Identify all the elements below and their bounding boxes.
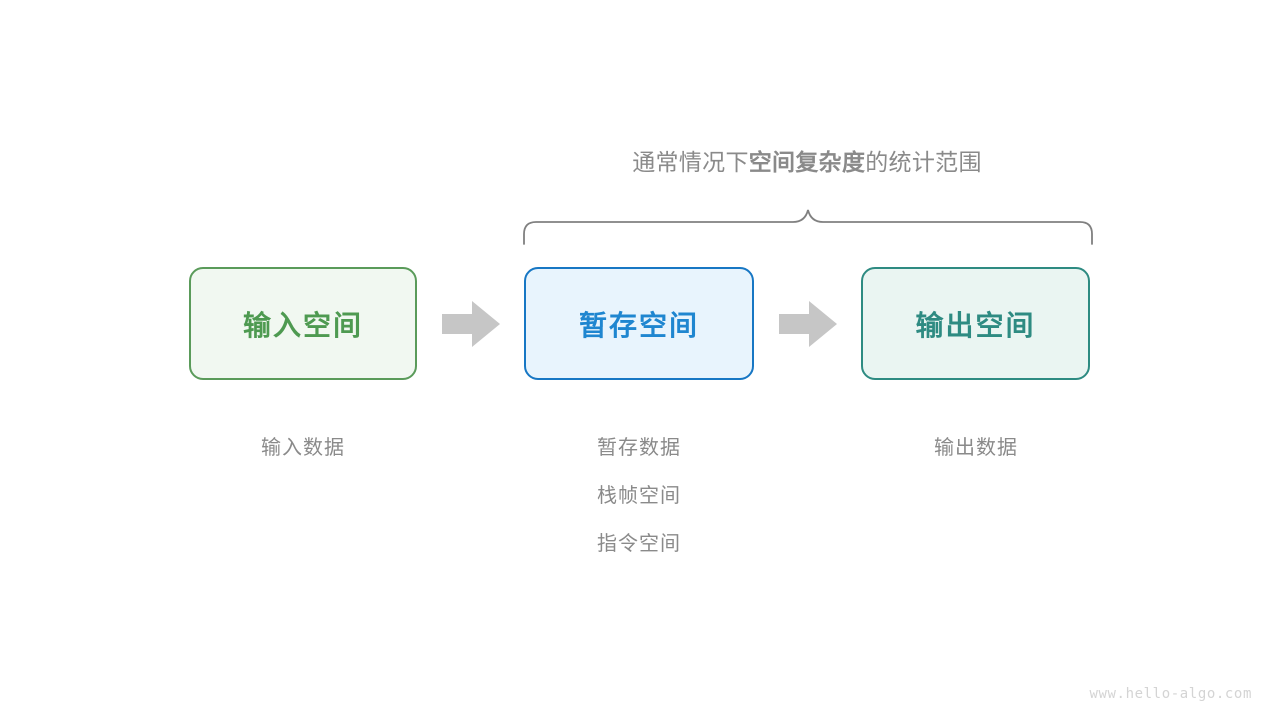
stage-box-output-label: 输出空间: [915, 309, 1036, 341]
watermark: www.hello-algo.com: [1089, 686, 1252, 702]
caption-column-input: 输入数据: [173, 424, 433, 472]
caption-column-output: 输出数据: [846, 424, 1106, 472]
arrow-right-icon: [442, 301, 500, 347]
brace-caption-suffix: 的统计范围: [865, 149, 982, 175]
stage-box-input-label: 输入空间: [242, 309, 363, 341]
brace-caption-prefix: 通常情况下: [632, 149, 749, 175]
caption-line: 输入数据: [261, 437, 345, 459]
caption-line: 栈帧空间: [597, 485, 681, 507]
caption-column-temp: 暂存数据 栈帧空间 指令空间: [509, 424, 769, 568]
brace-caption: 通常情况下空间复杂度的统计范围: [524, 145, 1090, 179]
stage-box-input: 输入空间: [189, 267, 417, 380]
curly-brace: [523, 209, 1093, 245]
stage-box-output: 输出空间: [861, 267, 1090, 380]
arrow-right-icon: [779, 301, 837, 347]
caption-line: 输出数据: [934, 437, 1018, 459]
caption-line: 暂存数据: [597, 437, 681, 459]
caption-line: 指令空间: [597, 533, 681, 555]
stage-box-temp-label: 暂存空间: [578, 309, 699, 341]
stage-box-temp: 暂存空间: [524, 267, 754, 380]
brace-caption-emphasis: 空间复杂度: [748, 149, 866, 175]
